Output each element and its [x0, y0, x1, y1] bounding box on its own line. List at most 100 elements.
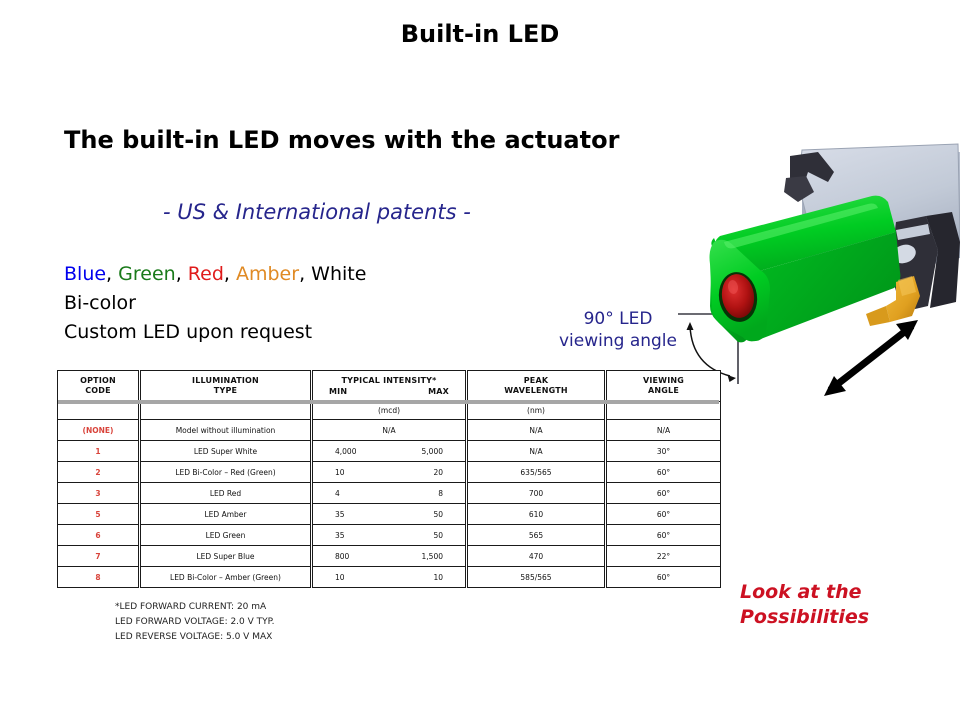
cell-option-code: (NONE)	[57, 419, 141, 441]
led-color-line-1: Blue, Green, Red, Amber, White	[64, 260, 366, 289]
cell-viewing-angle: 60°	[605, 566, 721, 588]
header-peak-wavelength: PEAK WAVELENGTH	[466, 370, 607, 402]
header-option-code: OPTION CODE	[57, 370, 141, 402]
units-illumination-type	[139, 401, 313, 420]
table-header-separator-band	[58, 400, 719, 404]
color-sep-3: ,	[223, 263, 236, 285]
color-blue-label: Blue	[64, 263, 107, 285]
cell-intensity-max: 50	[433, 509, 443, 519]
cell-viewing-angle: 60°	[605, 482, 721, 504]
header-viewing-angle: VIEWING ANGLE	[605, 370, 721, 402]
cell-viewing-angle: 60°	[605, 461, 721, 483]
cell-peak-wavelength: 700	[466, 482, 607, 504]
viewing-angle-line-1: 90° LED	[583, 309, 653, 329]
header-illumination-type: ILLUMINATION TYPE	[139, 370, 313, 402]
header-intensity-max: MAX	[428, 386, 449, 396]
cell-intensity-min: 4	[335, 488, 340, 498]
table-units-row: (mcd) (nm)	[57, 401, 721, 420]
cell-illumination-type: LED Green	[139, 524, 313, 546]
viewing-angle-line-2: viewing angle	[558, 331, 677, 351]
color-sep-1: ,	[106, 263, 119, 285]
cell-peak-wavelength: 470	[466, 545, 607, 567]
header-option-code-line2: CODE	[85, 386, 111, 395]
cell-option-code: 8	[57, 566, 141, 588]
header-intensity-min: MIN	[329, 386, 348, 396]
cell-illumination-type: LED Super Blue	[139, 545, 313, 567]
motion-arrow	[824, 320, 918, 396]
header-illumination-line2: TYPE	[213, 386, 238, 395]
cell-viewing-angle: 60°	[605, 524, 721, 546]
cell-peak-wavelength: 565	[466, 524, 607, 546]
cell-option-code: 2	[57, 461, 141, 483]
footnote-forward-voltage: LED FORWARD VOLTAGE: 2.0 V TYP.	[115, 617, 275, 627]
cell-option-code: 1	[57, 440, 141, 462]
cell-intensity-max: 5,000	[421, 446, 443, 456]
table-footnotes: *LED FORWARD CURRENT: 20 mA LED FORWARD …	[115, 600, 275, 645]
cell-typical-intensity: 4,000 5,000	[311, 440, 468, 462]
cell-peak-wavelength: 610	[466, 503, 607, 525]
cell-intensity-max: 10	[433, 572, 443, 582]
cell-viewing-angle: 30°	[605, 440, 721, 462]
cell-illumination-type: LED Bi-Color – Amber (Green)	[139, 566, 313, 588]
header-angle-line2: ANGLE	[647, 386, 679, 395]
cell-viewing-angle: 22°	[605, 545, 721, 567]
cell-typical-intensity: 10 10	[311, 566, 468, 588]
cell-illumination-type: LED Amber	[139, 503, 313, 525]
cell-intensity-max: 1,500	[421, 551, 443, 561]
cell-option-code: 6	[57, 524, 141, 546]
cell-intensity-max: 50	[433, 530, 443, 540]
led-spec-table-wrapper: OPTION CODE ILLUMINATION TYPE TYPICAL IN…	[57, 370, 721, 588]
cell-typical-intensity: N/A	[311, 419, 468, 441]
headline-text: The built-in LED moves with the actuator	[64, 126, 620, 154]
header-illumination-line1: ILLUMINATION	[192, 376, 259, 385]
cell-intensity-min: 10	[335, 467, 345, 477]
cell-peak-wavelength: 585/565	[466, 566, 607, 588]
possibilities-line-2: Possibilities	[740, 606, 870, 628]
color-amber-label: Amber	[235, 263, 300, 285]
units-wavelength: (nm)	[466, 401, 607, 420]
cell-intensity-min: 10	[335, 572, 345, 582]
header-typical-intensity: TYPICAL INTENSITY* MIN MAX	[311, 370, 468, 402]
cell-peak-wavelength: N/A	[466, 419, 607, 441]
led-actuator-illustration	[690, 130, 960, 410]
patents-subhead: - US & International patents -	[163, 200, 471, 224]
cell-intensity-min: 800	[335, 551, 350, 561]
units-angle	[605, 401, 721, 420]
color-sep-2: ,	[175, 263, 188, 285]
cell-illumination-type: LED Super White	[139, 440, 313, 462]
header-option-code-line1: OPTION	[80, 376, 116, 385]
cell-illumination-type: Model without illumination	[139, 419, 313, 441]
footnote-reverse-voltage: LED REVERSE VOLTAGE: 5.0 V MAX	[115, 632, 273, 642]
units-option-code	[57, 401, 141, 420]
units-intensity: (mcd)	[311, 401, 468, 420]
header-wavelength-line2: WAVELENGTH	[504, 386, 568, 395]
header-wavelength-line1: PEAK	[523, 376, 549, 385]
viewing-angle-callout: 90° LED viewing angle	[538, 308, 698, 352]
cell-peak-wavelength: N/A	[466, 440, 607, 462]
cell-viewing-angle: 60°	[605, 503, 721, 525]
page-title: Built-in LED	[400, 20, 560, 48]
cell-illumination-type: LED Bi-Color – Red (Green)	[139, 461, 313, 483]
color-sep-4: ,	[299, 263, 312, 285]
possibilities-tagline: Look at the Possibilities	[740, 580, 869, 630]
cell-viewing-angle: N/A	[605, 419, 721, 441]
footnote-forward-current: *LED FORWARD CURRENT: 20 mA	[115, 602, 267, 612]
cell-option-code: 5	[57, 503, 141, 525]
cell-intensity-max: 20	[433, 467, 443, 477]
led-color-list: Blue, Green, Red, Amber, White Bi-color …	[64, 260, 366, 347]
cell-peak-wavelength: 635/565	[466, 461, 607, 483]
color-red-label: Red	[187, 263, 224, 285]
header-angle-line1: VIEWING	[642, 376, 685, 385]
led-color-line-2: Bi-color	[64, 292, 136, 314]
cell-intensity-min: 4,000	[335, 446, 357, 456]
cell-intensity-max: 8	[438, 488, 443, 498]
